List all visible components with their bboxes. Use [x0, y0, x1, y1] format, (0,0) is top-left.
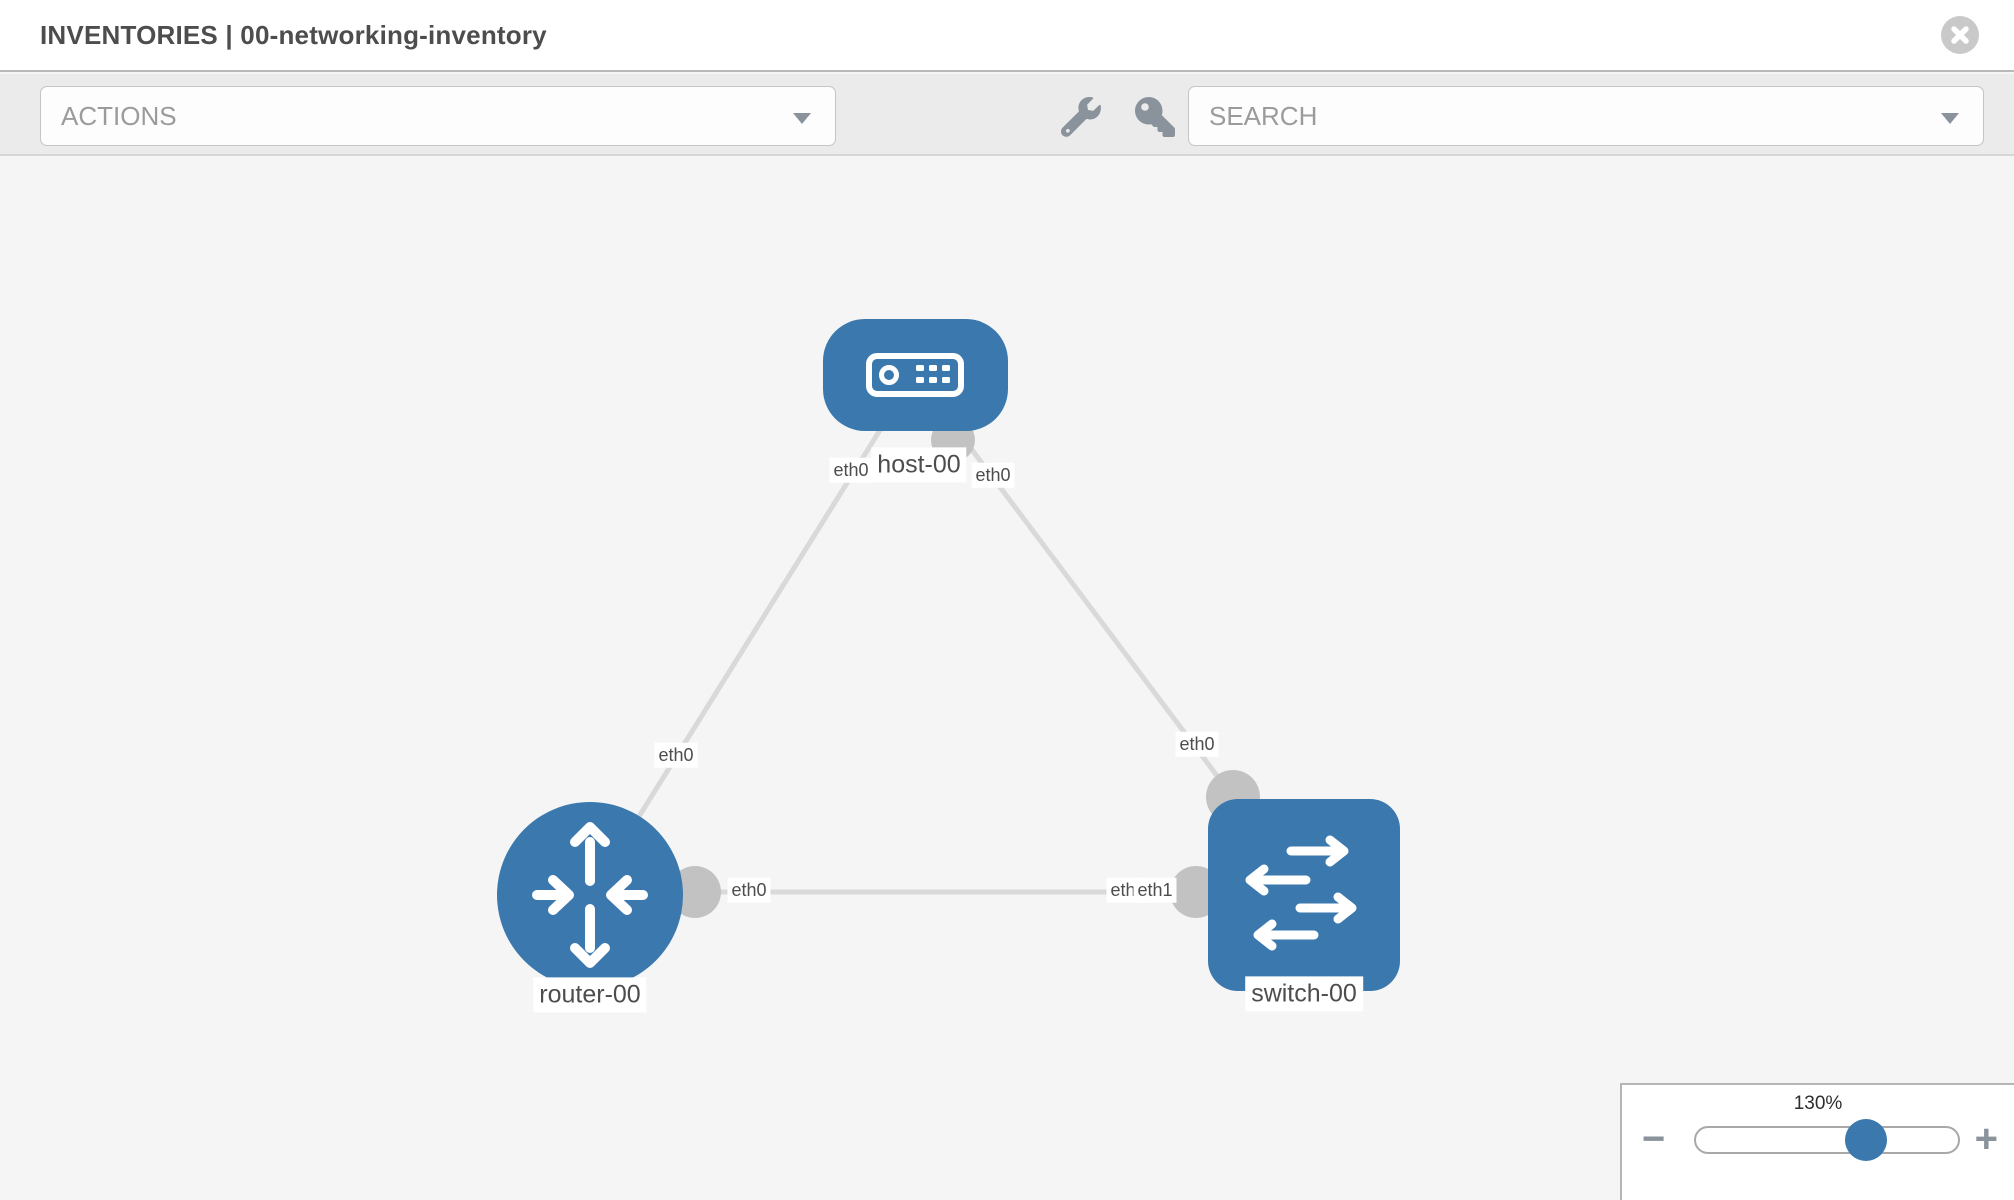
credentials-button[interactable]: [1132, 94, 1178, 140]
chevron-down-icon: [1941, 113, 1959, 124]
page-title: INVENTORIES | 00-networking-inventory: [40, 20, 547, 50]
switch-icon: [1245, 835, 1357, 951]
router-icon: [532, 822, 648, 968]
interface-label: eth0: [654, 742, 698, 768]
interface-label: eth1: [1133, 877, 1177, 903]
interface-label: eth0: [829, 457, 873, 483]
key-icon: [1135, 97, 1175, 137]
close-button[interactable]: [1941, 16, 1979, 54]
topology-canvas[interactable]: eth0 host-00 eth0 eth0 eth0 eth0 eth0 et…: [0, 158, 2014, 1200]
wrench-icon: [1061, 97, 1101, 137]
node-router-00[interactable]: [497, 802, 683, 988]
interface-label: eth0: [1175, 731, 1219, 757]
server-icon: [866, 353, 964, 397]
node-label-switch: switch-00: [1245, 976, 1363, 1012]
header-bar: INVENTORIES | 00-networking-inventory: [0, 0, 2014, 72]
zoom-out-button[interactable]: −: [1642, 1117, 1666, 1161]
search-dropdown[interactable]: SEARCH: [1188, 86, 1984, 146]
zoom-level: 130%: [1793, 1093, 1843, 1114]
search-input-placeholder: SEARCH: [1209, 100, 1318, 131]
zoom-panel: 130% − +: [1620, 1083, 2014, 1200]
node-switch-00[interactable]: [1208, 799, 1400, 991]
zoom-slider-thumb[interactable]: [1845, 1119, 1887, 1161]
zoom-slider[interactable]: [1694, 1119, 1960, 1161]
chevron-down-icon: [793, 113, 811, 124]
actions-dropdown[interactable]: ACTIONS: [40, 86, 836, 146]
interface-label: eth0: [727, 877, 771, 903]
actions-dropdown-label: ACTIONS: [61, 100, 177, 131]
node-label-router: router-00: [533, 977, 647, 1013]
tools-button[interactable]: [1058, 94, 1104, 140]
zoom-in-button[interactable]: +: [1974, 1117, 1998, 1161]
interface-label: eth0: [971, 462, 1015, 488]
node-host-00[interactable]: [823, 319, 1008, 431]
close-icon: [1951, 26, 1969, 44]
node-label-host: host-00: [871, 447, 967, 483]
toolbar: ACTIONS SEARCH: [0, 74, 2014, 156]
